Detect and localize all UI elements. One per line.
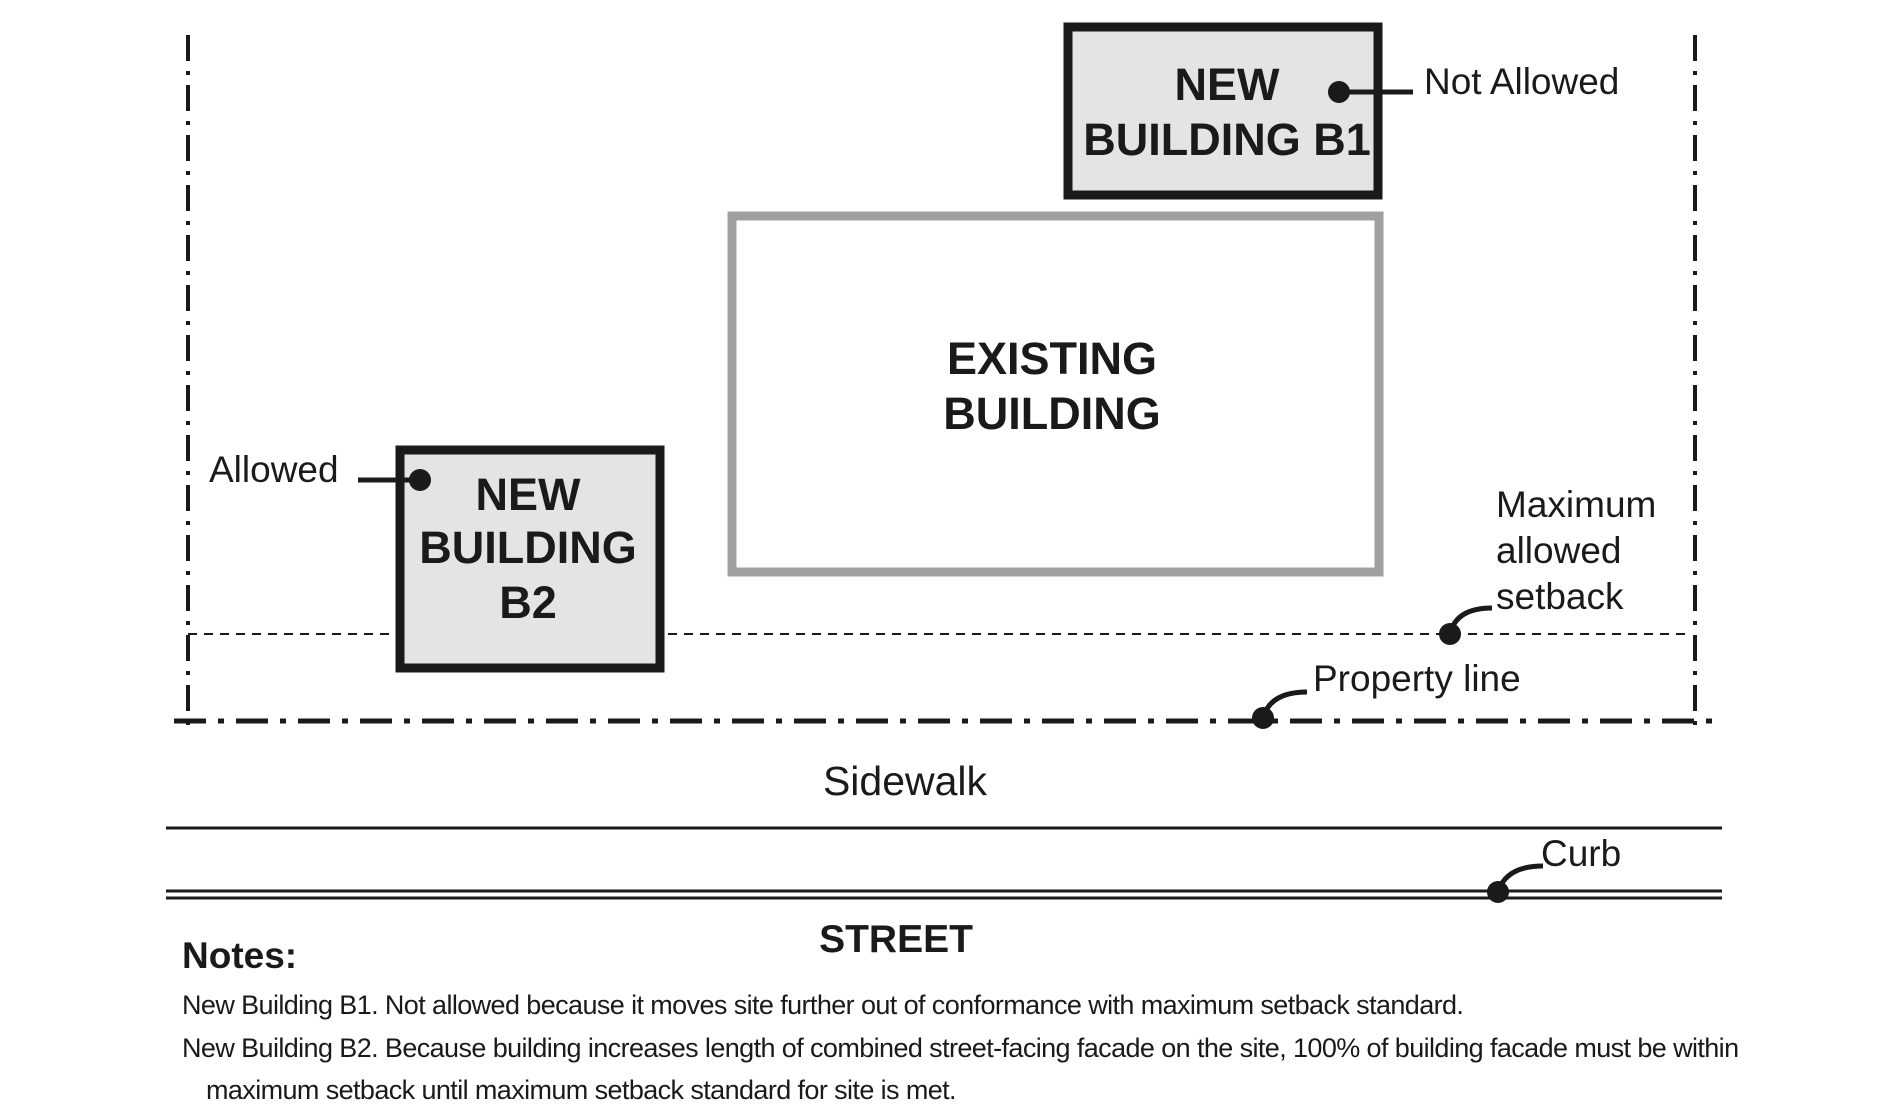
setback-callout-leader: [1447, 605, 1493, 635]
notes-section: Notes: New Building B1. Not allowed beca…: [182, 935, 1822, 1111]
note-b1: New Building B1. Not allowed because it …: [182, 990, 1464, 1020]
new-building-b2-label-line2: BUILDING: [419, 522, 637, 573]
existing-building: [727, 211, 1384, 577]
allowed-label: Allowed: [209, 449, 339, 490]
new-building-b1-label-line2: BUILDING B1: [1083, 114, 1371, 165]
new-building-b2-label-line3: B2: [499, 577, 557, 628]
curb-callout-leader: [1495, 863, 1544, 893]
max-setback-label-line2: allowed: [1496, 530, 1621, 571]
property-line-callout-leader: [1260, 689, 1308, 719]
property-line-label: Property line: [1313, 658, 1521, 699]
new-building-b2: [395, 445, 665, 673]
max-setback-label-line1: Maximum: [1496, 484, 1656, 525]
existing-building-label-line2: BUILDING: [943, 388, 1161, 439]
new-building-b2-label-line1: NEW: [476, 469, 582, 520]
new-building-b1: [1063, 22, 1383, 200]
existing-building-label-line1: EXISTING: [947, 333, 1157, 384]
sidewalk-label: Sidewalk: [823, 758, 988, 804]
not-allowed-label: Not Allowed: [1424, 61, 1619, 102]
curb-label: Curb: [1541, 833, 1621, 874]
notes-title: Notes:: [182, 935, 298, 976]
note-b2: New Building B2. Because building increa…: [182, 1033, 1739, 1105]
street-label: STREET: [819, 918, 973, 961]
max-setback-label-line3: setback: [1496, 576, 1624, 617]
new-building-b1-label-line1: NEW: [1175, 59, 1281, 110]
